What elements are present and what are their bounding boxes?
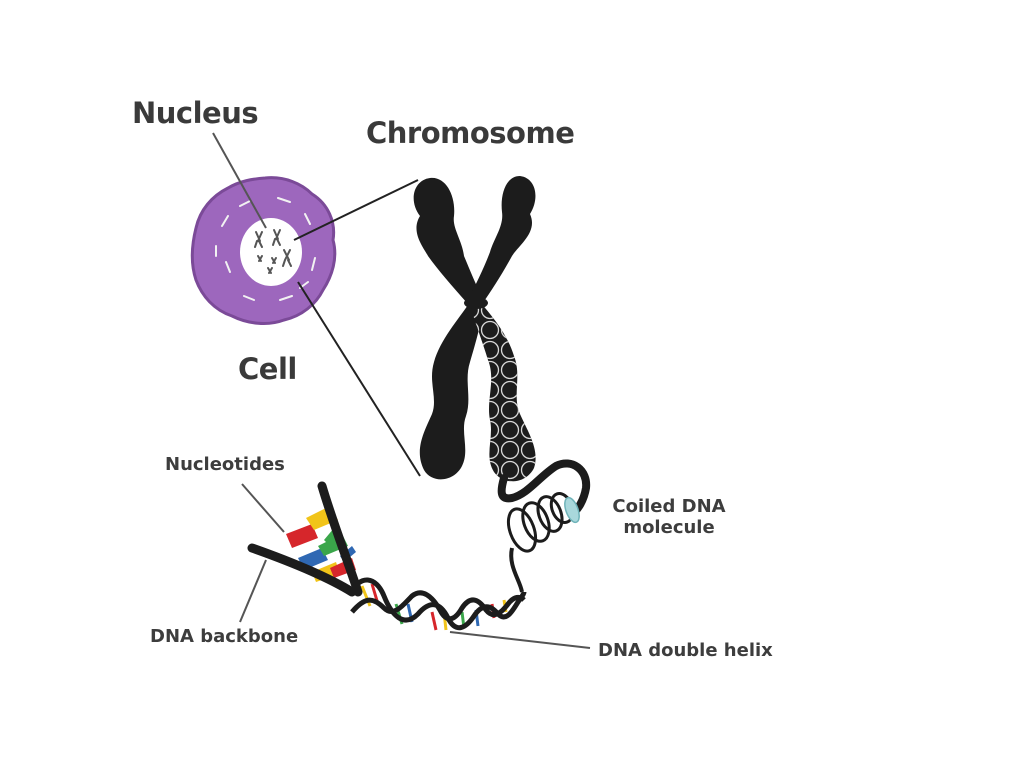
nucleotides-label: Nucleotides xyxy=(165,454,285,475)
chromatin-strand xyxy=(497,459,591,518)
coiled-dna-label-line1: Coiled DNA xyxy=(612,496,726,517)
coiled-dna-label-line2: molecule xyxy=(623,517,715,538)
chromosome-label: Chromosome xyxy=(366,116,575,150)
nucleus-label: Nucleus xyxy=(132,96,259,130)
chromosome-arm-upper-right xyxy=(468,176,536,304)
cell xyxy=(190,176,337,325)
coil-accent xyxy=(564,496,580,524)
backbone-leader-line xyxy=(239,559,267,623)
dna-double-helix xyxy=(347,577,527,631)
zoom-line-top xyxy=(293,179,419,241)
nucleotide-closeup xyxy=(247,481,363,597)
cell-label: Cell xyxy=(238,352,297,386)
chromosome-arm-texture xyxy=(470,302,536,482)
nucleotides-leader-line xyxy=(241,483,285,533)
centromere xyxy=(464,297,488,309)
double-helix-leader-line xyxy=(449,631,591,649)
backbone-strand-left xyxy=(247,543,357,597)
zoom-line-bottom xyxy=(297,281,421,477)
helix-strand-b xyxy=(350,590,526,622)
nucleus-body xyxy=(240,218,302,286)
coiled-dna xyxy=(497,459,591,593)
dna-backbone-label: DNA backbone xyxy=(150,626,299,647)
coil-descent xyxy=(509,547,524,593)
chromosome xyxy=(413,176,536,482)
chromosome-arm-upper-left xyxy=(413,177,484,304)
nucleus-leader-line xyxy=(212,132,267,229)
nucleus-chromosomes xyxy=(254,229,292,274)
dna-double-helix-label: DNA double helix xyxy=(598,640,773,661)
helix-strand-a xyxy=(347,577,527,631)
cell-membrane-dashes xyxy=(215,197,316,301)
chromosome-arm-lower-left xyxy=(419,302,484,480)
coiled-dna-label: Coiled DNA molecule xyxy=(606,496,732,538)
backbone-strand-right xyxy=(317,481,363,597)
